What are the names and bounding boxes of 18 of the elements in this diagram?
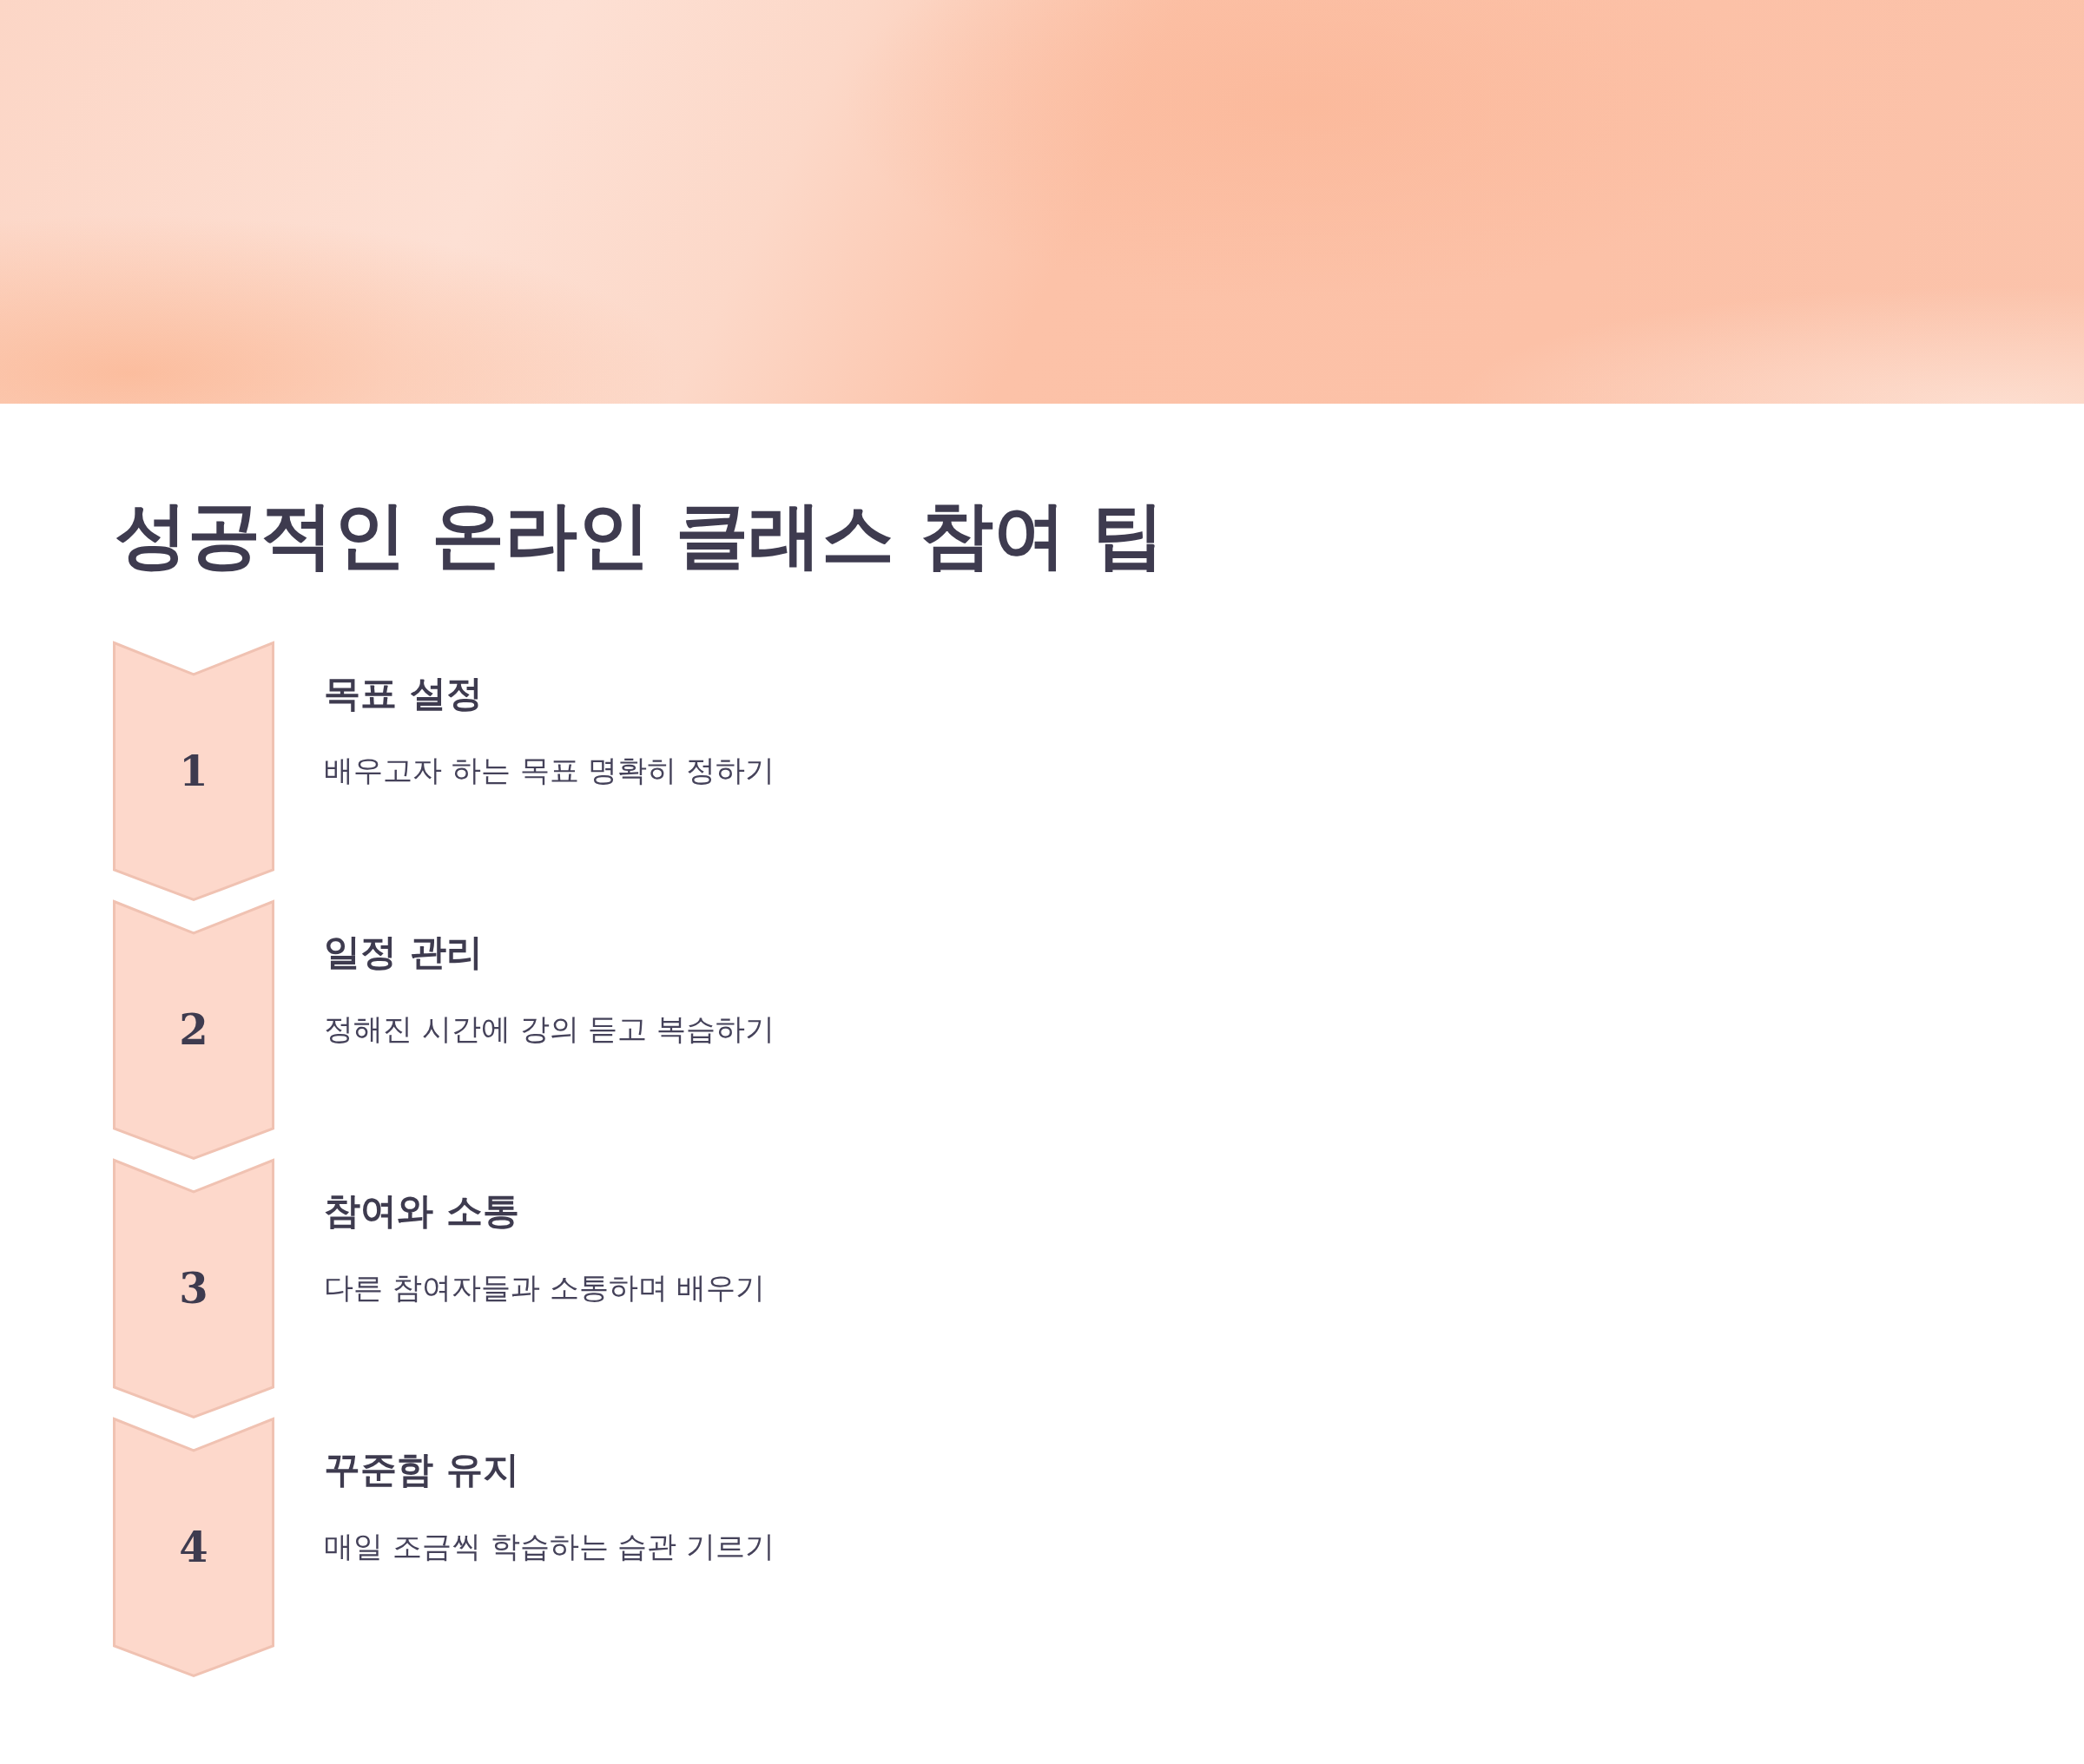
step-heading: 꾸준함 유지 [324,1447,519,1492]
step-number: 3 [179,1266,208,1312]
chevron-step [113,900,274,1160]
step-number: 4 [179,1524,208,1570]
step-number: 2 [179,1007,208,1053]
chevron-step [113,1159,274,1418]
step-description: 정해진 시간에 강의 듣고 복습하기 [324,1010,775,1048]
gradient-banner [0,0,2084,404]
step-number: 1 [179,748,208,794]
step-heading: 일정 관리 [324,930,483,975]
step-description: 배우고자 하는 목표 명확히 정하기 [324,752,775,789]
chevron-step [113,1418,274,1677]
step-heading: 목표 설정 [324,671,483,716]
chevron-step [113,642,274,901]
step-description: 다른 참여자들과 소통하며 배우기 [324,1269,766,1307]
title: 성공적인 온라인 클래스 참여 팁 [115,491,1164,579]
step-description: 매일 조금씩 학습하는 습관 기르기 [324,1528,775,1565]
step-heading: 참여와 소통 [324,1188,519,1234]
